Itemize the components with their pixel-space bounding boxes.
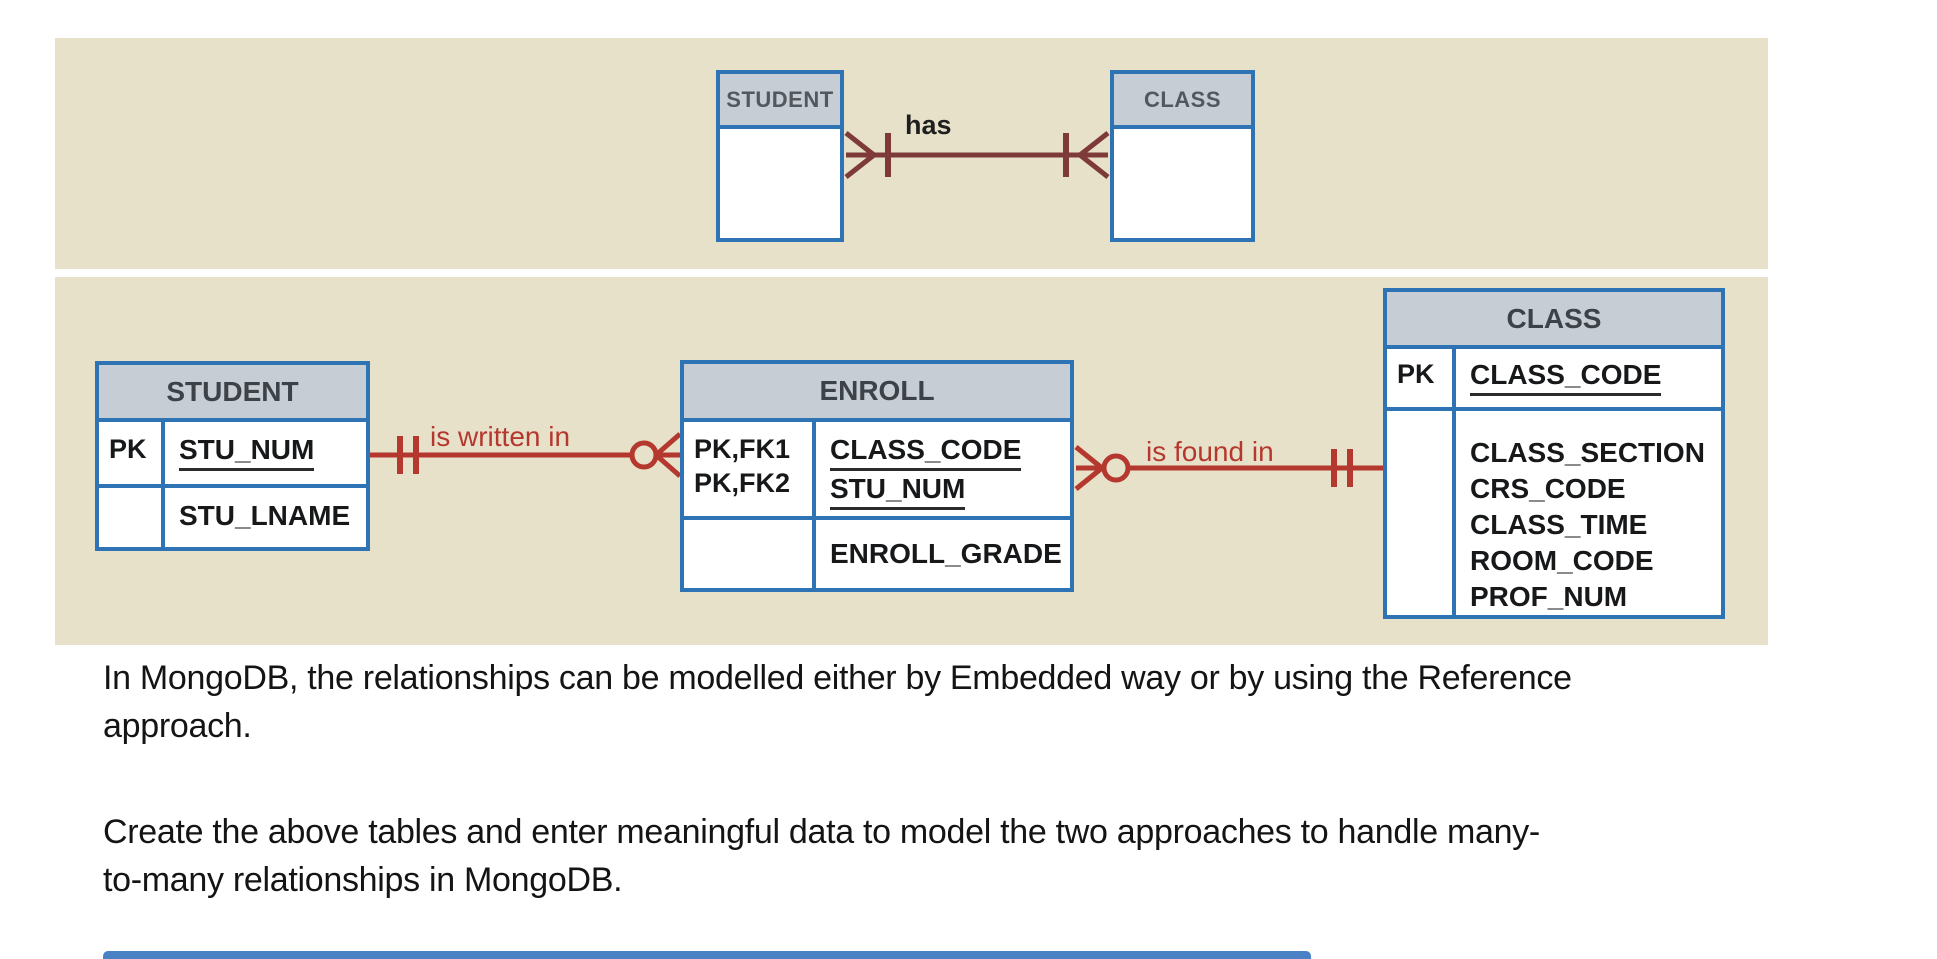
attribute: CLASS_TIME [1470, 509, 1648, 540]
key-cell: PK [99, 422, 165, 484]
student-table-title: STUDENT [99, 365, 366, 422]
table-row: STU_LNAME [99, 484, 366, 547]
student-table: STUDENT PK STU_NUM STU_LNAME [95, 361, 370, 551]
pk-attribute: CLASS_CODE [830, 432, 1022, 471]
attribute: ROOM_CODE [1470, 545, 1654, 576]
attribute: CLASS_SECTION [1470, 437, 1705, 468]
table-row: PK CLASS_CODE [1387, 349, 1721, 407]
key-cell: PK [1387, 349, 1456, 407]
key-cell [684, 520, 816, 588]
table-row: PK STU_NUM [99, 422, 366, 484]
enroll-table-title: ENROLL [684, 364, 1070, 422]
student-entity-box: STUDENT [716, 70, 844, 242]
key-cell [1387, 411, 1456, 615]
table-row: PK,FK1 PK,FK2 CLASS_CODE STU_NUM [684, 422, 1070, 516]
attribute: PROF_NUM [1470, 581, 1628, 612]
pk-attribute: STU_NUM [179, 432, 315, 471]
table-row: CLASS_SECTION CRS_CODE CLASS_TIME ROOM_C… [1387, 407, 1721, 615]
erd-conceptual-panel [55, 38, 1768, 269]
key-label: PK,FK2 [694, 468, 791, 498]
key-cell [99, 488, 165, 547]
has-relationship-label: has [905, 110, 952, 140]
next-figure-top-edge [103, 951, 1311, 959]
class-table-title: CLASS [1387, 292, 1721, 349]
key-label: PK,FK1 [694, 434, 791, 464]
student-entity-title: STUDENT [720, 74, 840, 129]
is-written-in-label: is written in [430, 421, 571, 452]
pk-attribute: STU_NUM [830, 471, 966, 510]
attribute-cell: STU_NUM [165, 422, 366, 484]
is-found-in-label: is found in [1146, 436, 1274, 467]
attribute-cell: CLASS_SECTION CRS_CODE CLASS_TIME ROOM_C… [1456, 411, 1721, 615]
class-entity-box: CLASS [1110, 70, 1255, 242]
attribute-cell: STU_LNAME [179, 500, 351, 531]
attribute-cell: ENROLL_GRADE [830, 538, 1062, 569]
attribute-cell: CLASS_CODE STU_NUM [816, 422, 1070, 516]
class-entity-title: CLASS [1114, 74, 1251, 129]
task-instruction-paragraph: Create the above tables and enter meanin… [103, 813, 1540, 899]
attribute-cell: CLASS_CODE [1456, 349, 1721, 407]
enroll-table: ENROLL PK,FK1 PK,FK2 CLASS_CODE STU_NUM … [680, 360, 1074, 592]
class-table: CLASS PK CLASS_CODE CLASS_SECTION CRS_CO… [1383, 288, 1725, 619]
key-cell: PK,FK1 PK,FK2 [684, 422, 816, 516]
mongodb-modelling-paragraph: In MongoDB, the relationships can be mod… [103, 659, 1572, 745]
table-row: ENROLL_GRADE [684, 516, 1070, 588]
pk-attribute: CLASS_CODE [1470, 357, 1662, 396]
attribute: CRS_CODE [1470, 473, 1626, 504]
